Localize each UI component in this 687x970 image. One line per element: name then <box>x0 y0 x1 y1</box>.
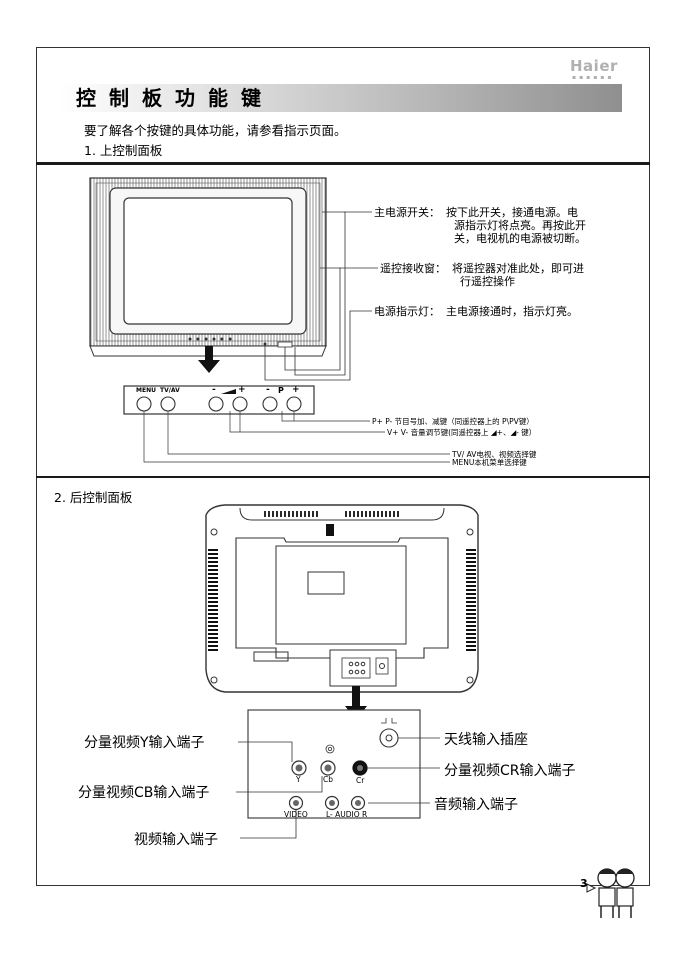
title-bar <box>60 84 622 112</box>
front-tv-illustration <box>89 177 450 463</box>
vol-plus-button <box>232 396 248 412</box>
power-indicator-label: 电源指示灯： <box>374 305 440 318</box>
cr-input-label: 分量视频CR输入端子 <box>444 763 576 779</box>
cr-jack-label: Cr <box>356 776 365 785</box>
page-title: 控制板功能键 <box>76 86 274 110</box>
note-prog: P+ P- 节目号加、减键（同遥控器上的 P\PV键） <box>372 417 534 426</box>
audio-input-label: 音频输入端子 <box>434 797 518 813</box>
power-switch-desc-1: 按下此开关，接通电源。电 <box>446 206 578 219</box>
prog-plus-button <box>286 396 302 412</box>
mascot-illustration <box>586 868 635 918</box>
cb-jack-label: Cb <box>323 775 333 784</box>
rear-clip <box>326 524 334 536</box>
down-arrow <box>198 360 220 373</box>
left-side-vents <box>208 549 218 651</box>
remote-sensor-label: 遥控接收窗： <box>380 262 446 275</box>
power-switch-label: 主电源开关： <box>374 206 440 219</box>
power-indicator-desc: 主电源接通时，指示灯亮。 <box>446 305 578 318</box>
right-side-vents <box>466 549 476 651</box>
menu-label: MENU <box>136 387 156 394</box>
note-tvav: TV/ AV电视、视频选择键 <box>452 450 537 459</box>
section-heading-rear: 2. 后控制面板 <box>54 490 133 505</box>
prog-minus-label: - <box>266 385 270 395</box>
section-divider-2 <box>36 476 650 478</box>
brand-logo: Haier <box>570 57 618 75</box>
rear-tv-illustration <box>205 504 479 839</box>
volume-ramp-icon <box>221 389 236 394</box>
tv-screen <box>123 197 293 325</box>
front-button-dots <box>188 337 232 341</box>
cb-input-label: 分量视频CB输入端子 <box>78 785 210 801</box>
rear-terminal-box <box>329 649 397 687</box>
power-switch-desc-2: 源指示灯将点亮。再按此开 <box>454 219 586 232</box>
tvav-button <box>160 396 176 412</box>
page-number: 3 <box>580 877 588 890</box>
y-jack-label: Y <box>296 775 301 784</box>
page-frame <box>36 47 650 886</box>
section-heading-front: 1. 上控制面板 <box>84 143 163 158</box>
rear-label-plate <box>253 651 289 662</box>
prog-plus-label: + <box>292 385 300 395</box>
top-vents <box>264 511 399 517</box>
section-divider <box>36 162 650 165</box>
prog-minus-button <box>262 396 278 412</box>
intro-text: 要了解各个按键的具体功能，请参看指示页面。 <box>84 123 347 138</box>
menu-button <box>136 396 152 412</box>
vol-plus-label: + <box>238 385 246 395</box>
video-input-label: 视频输入端子 <box>134 832 218 848</box>
note-menu: MENU本机菜单选择键 <box>452 458 527 467</box>
prog-p-label: P <box>278 386 284 395</box>
logo-dots: ▪▪▪▪▪▪ <box>572 74 615 81</box>
note-volume: V+ V- 音量调节键(同遥控器上 ◢+、◢- 键） <box>387 428 537 437</box>
vol-minus-button <box>208 396 224 412</box>
power-indicator <box>263 342 267 346</box>
remote-sensor-desc-2: 行遥控操作 <box>460 275 515 288</box>
tvav-label: TV/AV <box>160 387 180 394</box>
remote-sensor-desc-1: 将遥控器对准此处，即可进 <box>452 262 584 275</box>
audio-jack-label: L- AUDIO R <box>326 810 368 819</box>
antenna-input-label: 天线输入插座 <box>444 732 528 748</box>
power-switch <box>277 341 293 348</box>
y-input-label: 分量视频Y输入端子 <box>84 735 205 751</box>
power-switch-desc-3: 关，电视机的电源被切断。 <box>454 232 586 245</box>
vol-minus-label: - <box>212 385 216 395</box>
video-jack-label: VIDEO <box>284 810 308 819</box>
antenna-jack <box>379 728 399 748</box>
